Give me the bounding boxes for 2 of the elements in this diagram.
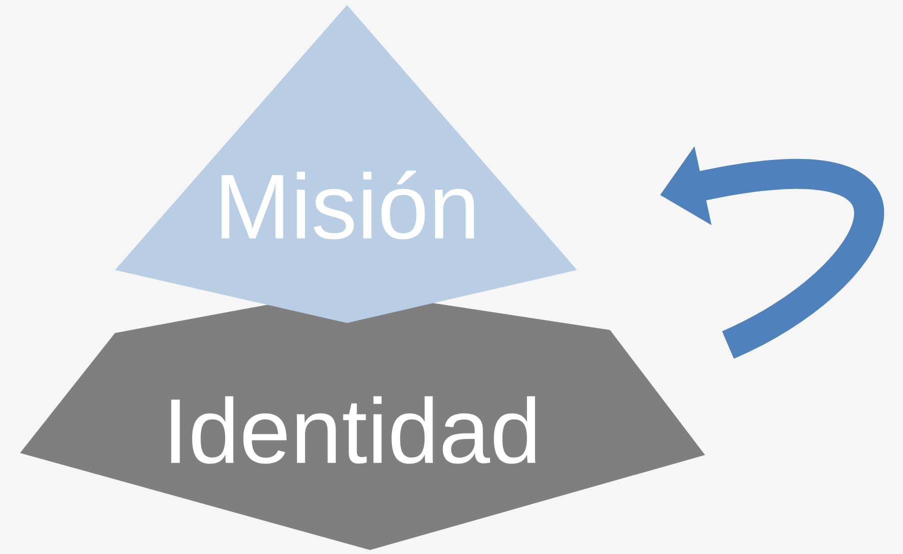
pyramid-base: Identidad (20, 290, 705, 550)
pyramid-top: Misión (115, 5, 577, 323)
